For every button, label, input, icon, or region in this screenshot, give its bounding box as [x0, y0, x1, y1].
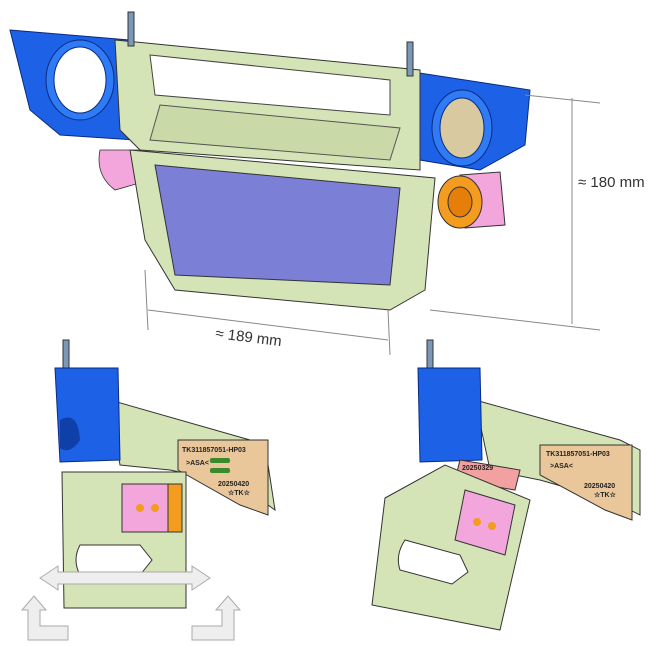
- hinge-date-label: 20250329: [462, 465, 493, 472]
- material-mark-label: >ASA<: [186, 460, 209, 467]
- label-plate: [177, 439, 269, 516]
- top-assembly: [9, 11, 531, 311]
- side-view-tilted: TK311857051-HP03 >ASA< 20250420 ☆TK☆ 202…: [371, 339, 641, 631]
- date-plate-label: 20250420: [218, 481, 249, 488]
- part-number-label: TK311857051-HP03: [182, 447, 246, 454]
- label-plate-right: [539, 444, 633, 521]
- pin-left: [127, 11, 135, 47]
- maker-mark-label-right: ☆TK☆: [594, 491, 617, 499]
- dimension-width: [144, 269, 391, 356]
- material-mark-label-right: >ASA<: [550, 463, 573, 470]
- maker-mark-label: ☆TK☆: [228, 489, 251, 497]
- width-dimension-label: ≈ 189 mm: [215, 325, 283, 350]
- rotate-arrow-left-icon: [20, 595, 69, 641]
- pin-right: [406, 41, 414, 77]
- slide-arrow-icon: [39, 565, 211, 591]
- rotate-arrow-right-icon: [191, 595, 242, 641]
- blue-block-right: [417, 367, 483, 463]
- date-plate-label-right: 20250420: [584, 483, 615, 490]
- height-dimension-label: ≈ 180 mm: [578, 174, 645, 191]
- display-screen: [154, 164, 401, 286]
- part-number-label-right: TK311857051-HP03: [546, 451, 610, 458]
- side-view-closed: TK311857051-HP03 >ASA< 20250420 ☆TK☆: [20, 339, 276, 641]
- dimension-height: [429, 94, 601, 331]
